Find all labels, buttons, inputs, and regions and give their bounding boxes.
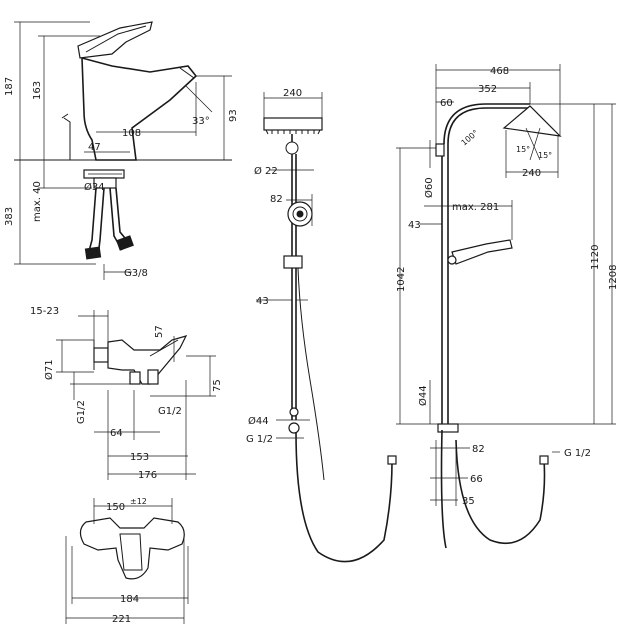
dim-93: 93: [228, 109, 239, 122]
dim-150: 150: [106, 502, 125, 513]
dim-1042: 1042: [396, 267, 407, 292]
dim-g38: G3/8: [124, 268, 148, 279]
dim-33-angle: 33°: [192, 116, 210, 127]
dim-d44: Ø44: [248, 415, 269, 427]
dim-468: 468: [490, 66, 509, 77]
dim-d71: Ø71: [43, 359, 55, 380]
dim-240-right: 240: [522, 168, 541, 179]
dim-221: 221: [112, 614, 131, 625]
dim-max-40: max. 40: [32, 181, 43, 222]
dim-g12: G 1/2: [246, 434, 273, 445]
dim-57: 57: [154, 325, 165, 338]
dim-tolerance: ±12: [130, 497, 147, 506]
dim-184: 184: [120, 594, 139, 605]
dim-66-right: 66: [470, 474, 483, 485]
dim-75: 75: [212, 379, 223, 392]
dim-43: 43: [256, 296, 269, 307]
dim-g12-right: G1/2: [158, 406, 182, 417]
dim-100-angle: 100°: [460, 128, 481, 147]
dim-240: 240: [283, 88, 302, 99]
dim-d22: Ø 22: [254, 165, 278, 177]
dim-153: 153: [130, 452, 149, 463]
basin-mixer-drawing: 187 163 93 33° 108 47 Ø34 max. 40 383 G3…: [4, 21, 239, 280]
dim-108: 108: [122, 128, 141, 139]
dim-43-right: 43: [408, 220, 421, 231]
dim-82: 82: [270, 194, 283, 205]
shower-mixer-front-drawing: 150 ±12 184 221: [65, 497, 189, 625]
dim-383: 383: [4, 207, 15, 226]
shower-pipe-side-drawing: 468 352 60 100° 15° 15° 240 Ø60 max. 281…: [396, 64, 619, 549]
dim-d34: Ø34: [84, 181, 105, 193]
dim-60: 60: [440, 98, 453, 109]
dim-d60: Ø60: [423, 177, 435, 198]
dim-187: 187: [4, 77, 15, 96]
dim-47: 47: [88, 142, 101, 153]
dim-352: 352: [478, 84, 497, 95]
dim-15-angle-b: 15°: [538, 151, 552, 160]
dim-35-right: 35: [462, 496, 475, 507]
dim-max-281: max. 281: [452, 202, 499, 213]
dim-g12-left: G1/2: [76, 400, 87, 424]
dim-64: 64: [110, 428, 123, 439]
dim-82-right: 82: [472, 444, 485, 455]
shower-mixer-side-drawing: 15-23 Ø71 57 75 G1/2 G1/2 64 153 176: [30, 306, 223, 481]
dim-15-angle-a: 15°: [516, 145, 530, 154]
dim-163: 163: [32, 81, 43, 100]
dim-15-23: 15-23: [30, 306, 59, 317]
dim-d44-right: Ø44: [417, 385, 429, 406]
shower-rail-front-drawing: 240 Ø 22 82 43 Ø44 G 1/2: [246, 88, 397, 563]
dim-176: 176: [138, 470, 157, 481]
dim-1120: 1120: [590, 245, 601, 270]
dim-1208: 1208: [608, 265, 619, 290]
dim-g12-right-pipe: G 1/2: [564, 448, 591, 459]
